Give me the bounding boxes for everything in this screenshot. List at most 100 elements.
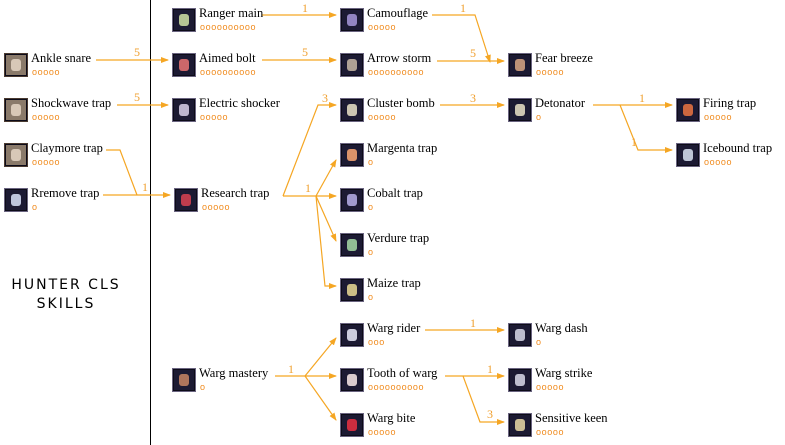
level-dot[interactable]: o [218,202,225,212]
level-dot[interactable]: o [37,67,44,77]
warg-mastery-icon[interactable] [172,368,196,392]
level-dot[interactable]: o [418,67,425,77]
level-dot[interactable]: o [412,67,419,77]
level-dot[interactable]: o [54,112,61,122]
warg-dash-icon[interactable] [508,323,532,347]
level-dot[interactable]: o [228,22,234,32]
aimed-bolt-icon[interactable] [172,53,196,77]
level-dot[interactable]: o [244,67,251,77]
level-dot[interactable]: o [396,382,402,392]
level-dot[interactable]: o [37,112,44,122]
warg-bite-icon[interactable] [340,413,364,437]
level-dot[interactable]: o [368,337,374,347]
firing-trap-icon[interactable] [676,98,700,122]
level-dot[interactable]: o [54,67,61,77]
level-dot[interactable]: o [368,157,374,167]
level-dot[interactable]: o [384,67,391,77]
fear-breeze-icon[interactable] [508,53,532,77]
level-dot[interactable]: o [536,382,542,392]
level-dot[interactable]: o [547,382,553,392]
level-dot[interactable]: o [709,112,716,122]
level-dot[interactable]: o [720,157,727,167]
level-dot[interactable]: o [200,382,206,392]
level-dot[interactable]: o [384,382,391,392]
level-dot[interactable]: o [401,67,408,77]
level-dot[interactable]: o [233,67,240,77]
level-dot[interactable]: o [552,382,559,392]
level-dot[interactable]: o [384,112,391,122]
level-dot[interactable]: o [32,67,38,77]
level-dot[interactable]: o [709,157,716,167]
margenta-trap-icon[interactable] [340,143,364,167]
level-dot[interactable]: o [43,112,49,122]
cobalt-trap-icon[interactable] [340,188,364,212]
level-dot[interactable]: o [720,112,727,122]
level-dot[interactable]: o [216,67,223,77]
level-dot[interactable]: o [558,67,565,77]
level-dot[interactable]: o [390,22,397,32]
maize-trap-icon[interactable] [340,278,364,302]
level-dot[interactable]: o [43,157,49,167]
level-dot[interactable]: o [373,382,380,392]
level-dot[interactable]: o [368,112,374,122]
level-dot[interactable]: o [368,247,374,257]
level-dot[interactable]: o [250,22,257,32]
level-dot[interactable]: o [244,22,251,32]
level-dot[interactable]: o [715,157,721,167]
level-dot[interactable]: o [222,22,229,32]
level-dot[interactable]: o [536,427,542,437]
level-dot[interactable]: o [224,202,231,212]
level-dot[interactable]: o [368,202,374,212]
level-dot[interactable]: o [205,67,212,77]
level-dot[interactable]: o [368,292,374,302]
claymore-trap-icon[interactable] [4,143,28,167]
level-dot[interactable]: o [547,427,553,437]
level-dot[interactable]: o [200,22,206,32]
level-dot[interactable]: o [213,202,219,212]
remove-trap-icon[interactable] [4,188,28,212]
level-dot[interactable]: o [558,427,565,437]
level-dot[interactable]: o [418,382,425,392]
level-dot[interactable]: o [379,67,385,77]
level-dot[interactable]: o [704,112,710,122]
warg-strike-icon[interactable] [508,368,532,392]
icebound-trap-icon[interactable] [676,143,700,167]
level-dot[interactable]: o [32,202,38,212]
level-dot[interactable]: o [704,157,710,167]
level-dot[interactable]: o [37,157,44,167]
level-dot[interactable]: o [558,382,565,392]
level-dot[interactable]: o [552,67,559,77]
level-dot[interactable]: o [401,382,408,392]
ranger-main-icon[interactable] [172,8,196,32]
level-dot[interactable]: o [368,67,374,77]
level-dot[interactable]: o [48,67,55,77]
level-dot[interactable]: o [379,112,385,122]
level-dot[interactable]: o [715,112,721,122]
level-dot[interactable]: o [48,157,55,167]
level-dot[interactable]: o [43,67,49,77]
level-dot[interactable]: o [373,337,380,347]
level-dot[interactable]: o [379,337,385,347]
level-dot[interactable]: o [202,202,208,212]
level-dot[interactable]: o [552,427,559,437]
level-dot[interactable]: o [368,22,374,32]
level-dot[interactable]: o [412,382,419,392]
stop-trap-icon[interactable] [4,53,28,77]
level-dot[interactable]: o [211,22,217,32]
level-dot[interactable]: o [373,427,380,437]
warg-rider-icon[interactable] [340,323,364,347]
level-dot[interactable]: o [726,157,733,167]
level-dot[interactable]: o [726,112,733,122]
electric-shocker-icon[interactable] [172,98,196,122]
level-dot[interactable]: o [216,112,223,122]
level-dot[interactable]: o [390,382,397,392]
level-dot[interactable]: o [547,67,553,77]
level-dot[interactable]: o [211,112,217,122]
level-dot[interactable]: o [384,22,391,32]
level-dot[interactable]: o [239,22,245,32]
level-dot[interactable]: o [536,337,542,347]
level-dot[interactable]: o [239,67,245,77]
shockwave-trap-icon[interactable] [4,98,28,122]
level-dot[interactable]: o [54,157,61,167]
arrow-storm-icon[interactable] [340,53,364,77]
